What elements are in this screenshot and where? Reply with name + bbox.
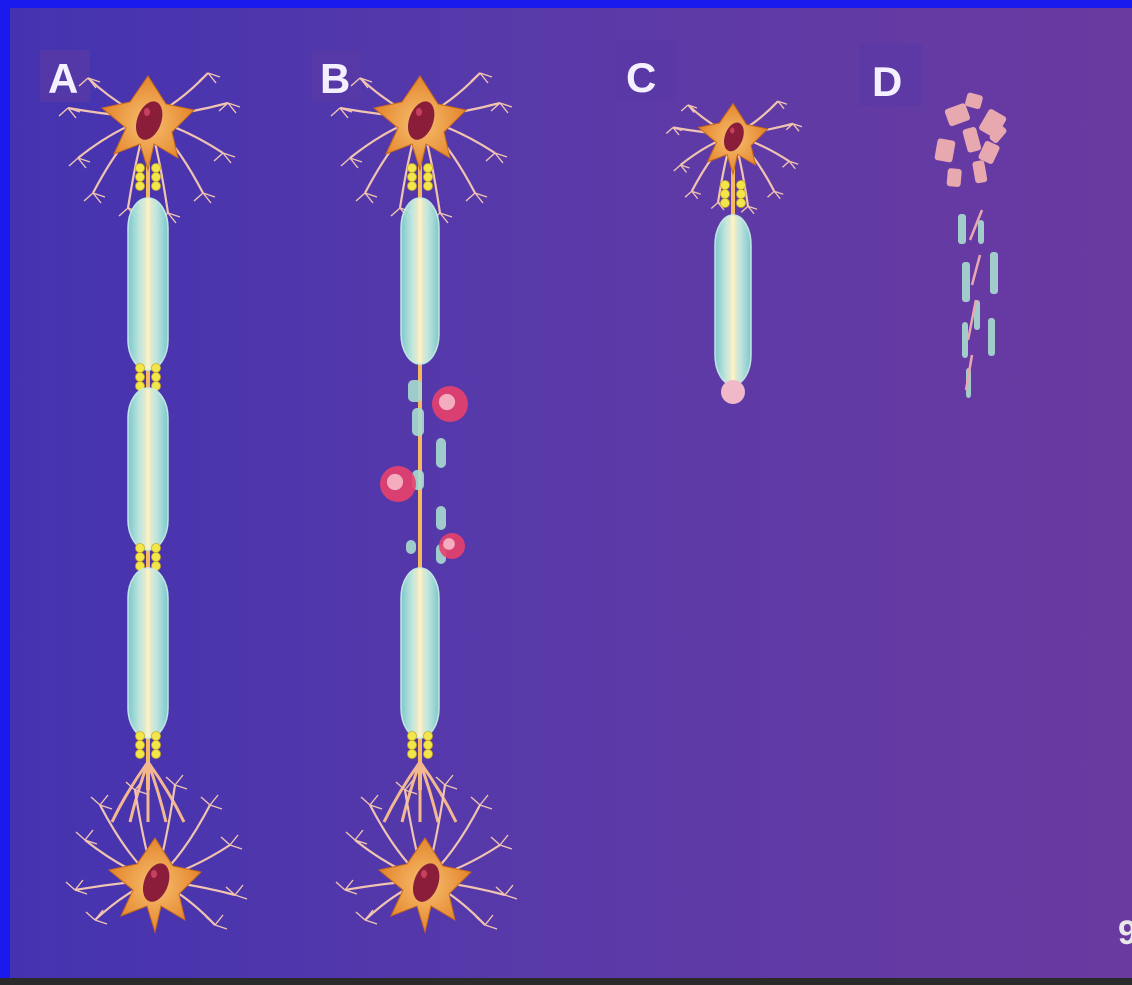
myelin-fragment	[436, 438, 446, 468]
node-of-ranvier	[152, 173, 161, 182]
panel-label-c: C	[614, 40, 676, 102]
inflammatory-cell-nucleus	[387, 474, 403, 490]
node-of-ranvier	[424, 164, 433, 173]
retraction-bulb	[721, 380, 745, 404]
node-of-ranvier	[424, 750, 433, 759]
node-of-ranvier	[408, 741, 417, 750]
svg-text:D: D	[872, 58, 902, 105]
myelin-debris	[962, 262, 970, 302]
node-of-ranvier	[408, 173, 417, 182]
node-of-ranvier	[152, 373, 161, 382]
nucleolus	[730, 128, 735, 134]
node-of-ranvier	[424, 173, 433, 182]
myelin-sheath	[128, 568, 168, 738]
node-of-ranvier	[136, 732, 145, 741]
node-of-ranvier	[424, 741, 433, 750]
nucleolus	[151, 870, 157, 878]
soma-debris	[934, 138, 956, 163]
node-of-ranvier	[408, 750, 417, 759]
myelin-debris	[978, 220, 984, 244]
node-of-ranvier	[136, 364, 145, 373]
corner-glyph: 9	[1118, 914, 1132, 952]
nucleolus	[144, 108, 150, 116]
node-of-ranvier	[136, 741, 145, 750]
node-of-ranvier	[136, 544, 145, 553]
panel-label-b: B	[312, 50, 362, 102]
node-of-ranvier	[408, 164, 417, 173]
panel-label-a: A	[40, 50, 90, 102]
myelin-fragment	[408, 380, 422, 402]
svg-text:C: C	[626, 54, 656, 101]
myelin-fragment	[436, 506, 446, 530]
svg-text:B: B	[320, 55, 350, 102]
svg-text:A: A	[48, 55, 78, 102]
node-of-ranvier	[424, 732, 433, 741]
myelin-sheath	[401, 568, 439, 738]
node-of-ranvier	[136, 553, 145, 562]
panel-label-d: D	[860, 44, 922, 106]
node-of-ranvier	[721, 181, 730, 190]
inflammatory-cell-nucleus	[443, 538, 455, 550]
node-of-ranvier	[152, 741, 161, 750]
myelin-debris	[958, 214, 966, 244]
node-of-ranvier	[408, 182, 417, 191]
inflammatory-cell-nucleus	[439, 394, 455, 410]
node-of-ranvier	[152, 732, 161, 741]
nucleolus	[421, 870, 427, 878]
node-of-ranvier	[136, 373, 145, 382]
node-of-ranvier	[152, 553, 161, 562]
bottom-border	[0, 978, 1132, 985]
myelin-debris	[990, 252, 998, 294]
myelin-sheath	[128, 198, 168, 370]
myelin-fragment	[412, 408, 424, 436]
myelin-sheath	[401, 198, 439, 364]
node-of-ranvier	[721, 190, 730, 199]
node-of-ranvier	[737, 190, 746, 199]
node-of-ranvier	[424, 182, 433, 191]
node-of-ranvier	[152, 182, 161, 191]
node-of-ranvier	[136, 164, 145, 173]
node-of-ranvier	[737, 181, 746, 190]
myelin-debris	[988, 318, 995, 356]
soma-debris	[946, 168, 962, 187]
myelin-debris	[962, 322, 968, 358]
myelin-fragment	[406, 540, 416, 554]
node-of-ranvier	[721, 199, 730, 208]
node-of-ranvier	[737, 199, 746, 208]
node-of-ranvier	[152, 750, 161, 759]
nucleolus	[416, 108, 422, 116]
node-of-ranvier	[152, 544, 161, 553]
myelin-sheath	[128, 388, 168, 550]
node-of-ranvier	[152, 364, 161, 373]
node-of-ranvier	[136, 173, 145, 182]
node-of-ranvier	[136, 750, 145, 759]
myelin-sheath	[715, 215, 751, 385]
node-of-ranvier	[136, 182, 145, 191]
node-of-ranvier	[408, 732, 417, 741]
node-of-ranvier	[152, 164, 161, 173]
